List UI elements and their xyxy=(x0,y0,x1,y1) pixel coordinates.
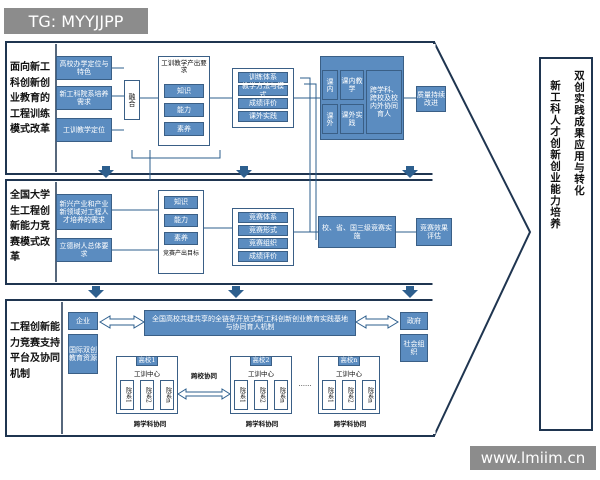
s2-sys-system: 竞赛体系 xyxy=(238,212,288,223)
s2-goal-knowledge: 知识 xyxy=(164,196,198,209)
s3-schooln-center: 工训中心 xyxy=(336,370,362,378)
s3-schooln-title: 高校n xyxy=(338,356,360,366)
s1-box-teaching-positioning: 工训教学定位 xyxy=(56,118,112,142)
s1-req-literacy: 素养 xyxy=(164,122,204,136)
section3-label: 工程创新能力竞赛支持平台及协同机制 xyxy=(10,322,60,380)
s3-school1-title: 高校1 xyxy=(136,356,158,366)
s1-merge: 融合 xyxy=(124,80,140,120)
s3-cross-school: 跨校协同 xyxy=(191,372,217,380)
s3-schooln-dept2: 院系2 xyxy=(342,380,356,410)
s2-effect-eval: 竞赛效果评估 xyxy=(416,218,452,246)
section2-label: 全国大学生工程创新能力竞赛模式改革 xyxy=(10,190,50,263)
s1-sys-training: 训练体系 xyxy=(238,72,288,83)
s2-sys-organization: 竞赛组织 xyxy=(238,238,288,249)
right-panel-col2: 双创实践成果应用与转化 xyxy=(573,70,585,197)
s3-schooln-deptn: 院系n xyxy=(362,380,376,410)
s3-cross-discipline-2: 跨学科协同 xyxy=(245,420,279,428)
s1-sys-methods: 教学方法与模式 xyxy=(238,82,288,99)
s1-sys-evaluation: 成绩评价 xyxy=(238,98,288,109)
s3-school2-deptn: 院系n xyxy=(274,380,288,410)
s2-box-moral: 立德树人总体要求 xyxy=(56,238,112,262)
s2-box-industry-demand: 新兴产业和产业新领域对工程人才培养的需求 xyxy=(56,194,112,230)
s1-req-knowledge: 知识 xyxy=(164,84,204,98)
s3-cross-discipline-n: 跨学科协同 xyxy=(333,420,367,428)
s3-school1-dept2: 院系2 xyxy=(140,380,154,410)
s2-goal-literacy: 素养 xyxy=(164,232,198,245)
s3-enterprise: 企业 xyxy=(68,312,98,330)
s3-school1-dept1: 院系1 xyxy=(120,380,134,410)
s3-school1-deptn: 院系n xyxy=(160,380,174,410)
down-arrows xyxy=(88,166,418,298)
s3-cross-discipline-1: 跨学科协同 xyxy=(133,420,167,428)
s3-government: 政府 xyxy=(400,312,428,330)
s3-school2-center: 工训中心 xyxy=(248,370,274,378)
s3-schooln-dept1: 院系1 xyxy=(322,380,336,410)
s1-quality: 质量持续改进 xyxy=(416,86,446,112)
s3-school2-dept2: 院系2 xyxy=(254,380,268,410)
s3-top-banner: 全国高校共建共享的全链条开放式新工科创新创业教育实践基地与协同育人机制 xyxy=(144,310,356,336)
right-panel-col1: 新工科人才创新创业能力培养 xyxy=(549,80,561,230)
s1-box-positioning: 高校办学定位与特色 xyxy=(56,56,112,80)
s1-in-teaching: 课内教学 xyxy=(340,70,364,100)
watermark-bottom-right: www.lmiim.cn xyxy=(470,446,596,470)
s1-out-class: 课外 xyxy=(322,104,338,134)
s3-school2-title: 高校2 xyxy=(250,356,272,366)
s2-sys-form: 竞赛形式 xyxy=(238,225,288,236)
s1-sys-practice: 课外实践 xyxy=(238,111,288,122)
section1-label: 面向新工科创新创业教育的工程训练模式改革 xyxy=(10,62,50,135)
s2-sys-evaluation: 成绩评价 xyxy=(238,251,288,262)
right-panel-frame xyxy=(539,57,593,431)
s1-in-class: 课内 xyxy=(322,70,338,100)
s1-cross-school: 跨学科、跨校及校内外协同育人 xyxy=(366,70,402,134)
s3-intl-resources: 国际双创教育资源 xyxy=(68,334,98,374)
s3-school1-center: 工训中心 xyxy=(134,370,160,378)
s2-three-levels: 校、省、国三级竞赛实施 xyxy=(318,216,396,248)
s1-req-ability: 能力 xyxy=(164,103,204,117)
s1-requirements-title: 工训教学产出要求 xyxy=(161,59,207,75)
s3-social-org: 社会组织 xyxy=(400,334,428,362)
watermark-top-left: TG: MYYJJPP xyxy=(4,8,148,34)
s1-out-practice: 课外实践 xyxy=(340,104,364,134)
s1-box-college-demand: 新工科院系培养需求 xyxy=(56,86,112,110)
s3-school2-dept1: 院系1 xyxy=(234,380,248,410)
s3-dots: …… xyxy=(298,380,312,388)
s2-goal-ability: 能力 xyxy=(164,214,198,227)
s2-goals-caption: 竞赛产出目标 xyxy=(162,250,199,257)
